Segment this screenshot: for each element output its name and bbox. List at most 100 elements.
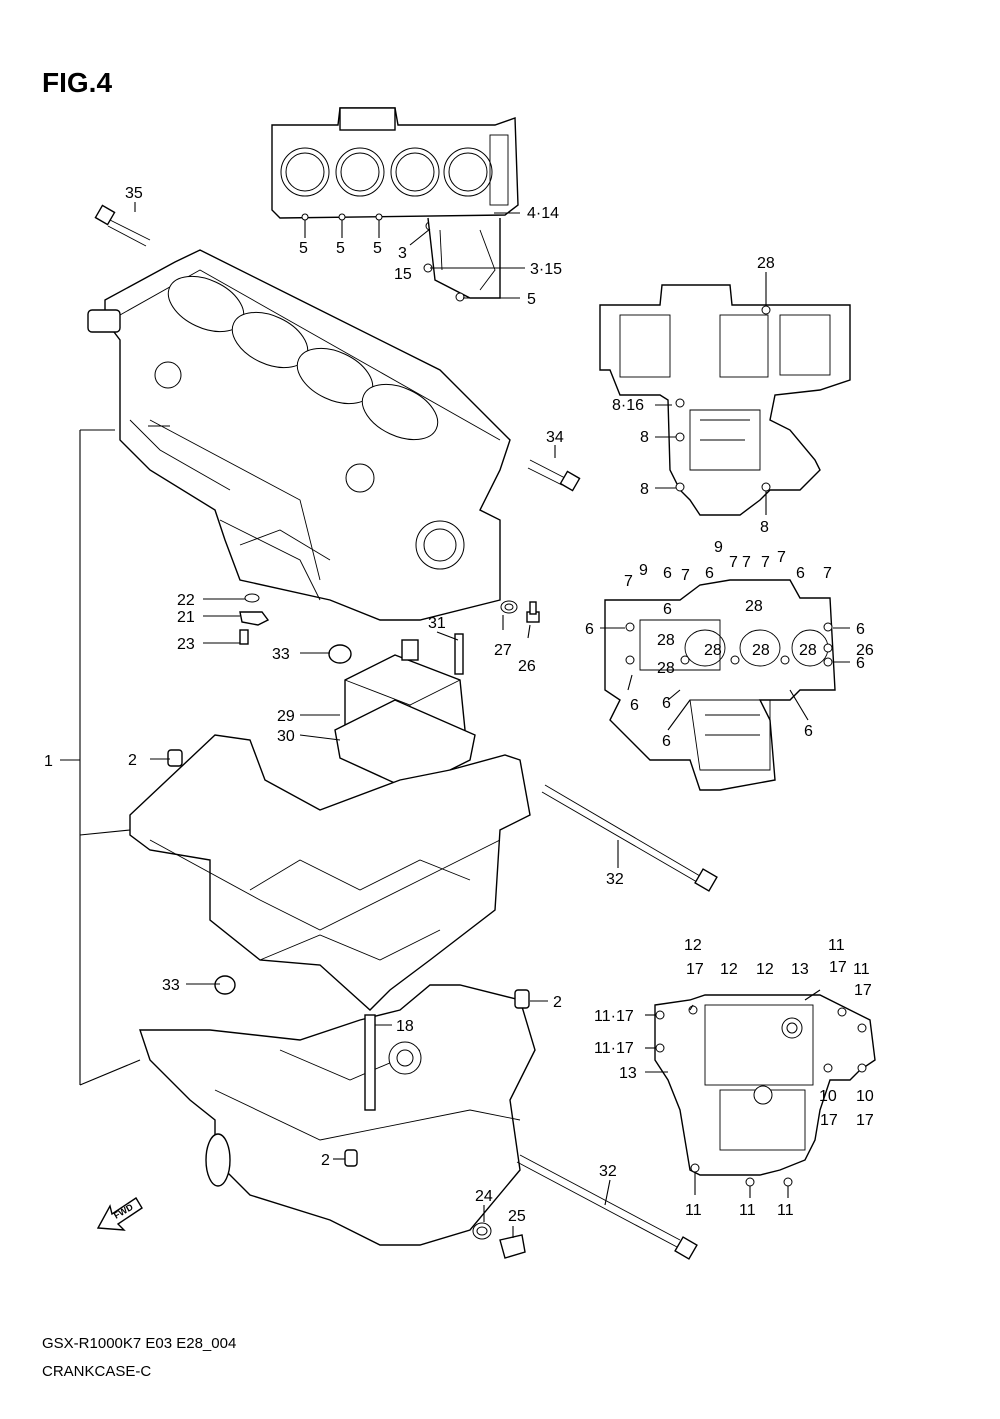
callout-12: 12 xyxy=(720,961,738,978)
callout-8: 8 xyxy=(760,519,769,536)
callout-10: 10 xyxy=(856,1088,874,1105)
callout-23: 23 xyxy=(177,636,195,653)
callout-11: 11 xyxy=(828,937,845,954)
bolt-34 xyxy=(527,459,581,492)
detail-upper-case-top xyxy=(599,284,851,516)
callout-5: 5 xyxy=(373,240,382,257)
callout-6: 6 xyxy=(796,565,805,582)
callout-27: 27 xyxy=(494,642,512,659)
bolt-35 xyxy=(94,204,151,247)
callout-2: 2 xyxy=(128,752,137,769)
callout-6: 6 xyxy=(856,655,865,672)
callout-28: 28 xyxy=(704,642,722,659)
lower-crankcase xyxy=(129,734,531,1011)
callout-17: 17 xyxy=(854,982,872,999)
upper-crankcase-block xyxy=(87,249,511,621)
callout-9: 9 xyxy=(714,539,723,556)
callout-26: 26 xyxy=(518,658,536,675)
callout-34: 34 xyxy=(546,429,564,446)
callout-11: 11 xyxy=(685,1202,702,1219)
callout-18: 18 xyxy=(396,1018,414,1035)
callout-32: 32 xyxy=(606,871,624,888)
callout-labels-detail-top: 28 8·16 8 8 8 xyxy=(612,255,775,536)
callout-7: 7 xyxy=(681,567,690,584)
callout-7: 7 xyxy=(823,565,832,582)
leader-lines xyxy=(60,202,850,1238)
callout-12: 12 xyxy=(684,937,702,954)
callout-8: 8 xyxy=(640,429,649,446)
cylinder-face-detail xyxy=(271,107,519,302)
callout-8-16: 8·16 xyxy=(612,397,644,414)
callout-13: 13 xyxy=(791,961,809,978)
callout-3: 3 xyxy=(398,245,407,262)
callout-30: 30 xyxy=(277,728,295,745)
callout-7: 7 xyxy=(624,573,633,590)
callout-28: 28 xyxy=(657,632,675,649)
callout-24: 24 xyxy=(475,1188,493,1205)
callout-21: 21 xyxy=(177,609,195,626)
callout-2: 2 xyxy=(553,994,562,1011)
callout-31: 31 xyxy=(428,615,446,632)
callout-6: 6 xyxy=(630,697,639,714)
callout-17: 17 xyxy=(686,961,704,978)
callout-1: 1 xyxy=(44,753,53,770)
fwd-arrow-icon: FWD xyxy=(96,1197,143,1231)
callout-labels-detail-bottom: 12 17 12 12 13 11 17 11 17 11·17 11·17 1… xyxy=(594,937,874,1219)
washer-24-plug-25 xyxy=(472,1222,526,1259)
callout-17: 17 xyxy=(820,1112,838,1129)
oil-pan-housing xyxy=(139,975,536,1246)
stud-bolt-32-lower xyxy=(516,1154,698,1260)
callout-11-17: 11·17 xyxy=(594,1008,634,1025)
callout-labels: 35 4·14 5 5 5 3 15 3·15 5 34 22 21 23 27… xyxy=(44,185,624,1225)
callout-6: 6 xyxy=(585,621,594,638)
callout-29: 29 xyxy=(277,708,295,725)
callout-2: 2 xyxy=(321,1152,330,1169)
section-name: CRANKCASE-C xyxy=(42,1363,151,1380)
callout-5: 5 xyxy=(336,240,345,257)
detail-bottom-case xyxy=(654,994,876,1187)
callout-32: 32 xyxy=(599,1163,617,1180)
callout-17: 17 xyxy=(856,1112,874,1129)
washer-27-bolt-26 xyxy=(500,600,540,623)
callout-28: 28 xyxy=(757,255,775,272)
callout-28: 28 xyxy=(745,598,763,615)
callout-labels-detail-middle: 7 9 6 7 9 6 7 7 7 7 6 7 28 6 6 28 28 28 … xyxy=(585,539,874,750)
callout-33: 33 xyxy=(272,646,290,663)
callout-7: 7 xyxy=(761,554,770,571)
callout-6: 6 xyxy=(663,565,672,582)
callout-7: 7 xyxy=(777,549,786,566)
detail-middle-case xyxy=(604,579,836,791)
callout-6: 6 xyxy=(804,723,813,740)
callout-13: 13 xyxy=(619,1065,637,1082)
callout-8: 8 xyxy=(640,481,649,498)
clamp-22-21-23 xyxy=(239,593,270,645)
callout-10: 10 xyxy=(819,1088,837,1105)
callout-11: 11 xyxy=(739,1202,756,1219)
callout-11-17: 11·17 xyxy=(594,1040,634,1057)
model-code: GSX-R1000K7 E03 E28_004 xyxy=(42,1335,236,1352)
figure-title: FIG.4 xyxy=(42,67,112,98)
stud-bolt-32-upper xyxy=(541,784,718,892)
callout-26: 26 xyxy=(856,642,874,659)
callout-7: 7 xyxy=(742,554,751,571)
callout-7: 7 xyxy=(729,554,738,571)
breather-cover-29 xyxy=(328,633,476,791)
callout-6: 6 xyxy=(662,695,671,712)
callout-6: 6 xyxy=(663,601,672,618)
callout-28: 28 xyxy=(657,660,675,677)
callout-11: 11 xyxy=(777,1202,794,1219)
callout-12: 12 xyxy=(756,961,774,978)
callout-28: 28 xyxy=(799,642,817,659)
callout-35: 35 xyxy=(125,185,143,202)
callout-3-15: 3·15 xyxy=(530,261,562,278)
callout-6: 6 xyxy=(856,621,865,638)
callout-15: 15 xyxy=(394,266,412,283)
callout-5: 5 xyxy=(299,240,308,257)
callout-25: 25 xyxy=(508,1208,526,1225)
callout-6: 6 xyxy=(662,733,671,750)
callout-9: 9 xyxy=(639,562,648,579)
callout-28: 28 xyxy=(752,642,770,659)
callout-4-14: 4·14 xyxy=(527,205,559,222)
